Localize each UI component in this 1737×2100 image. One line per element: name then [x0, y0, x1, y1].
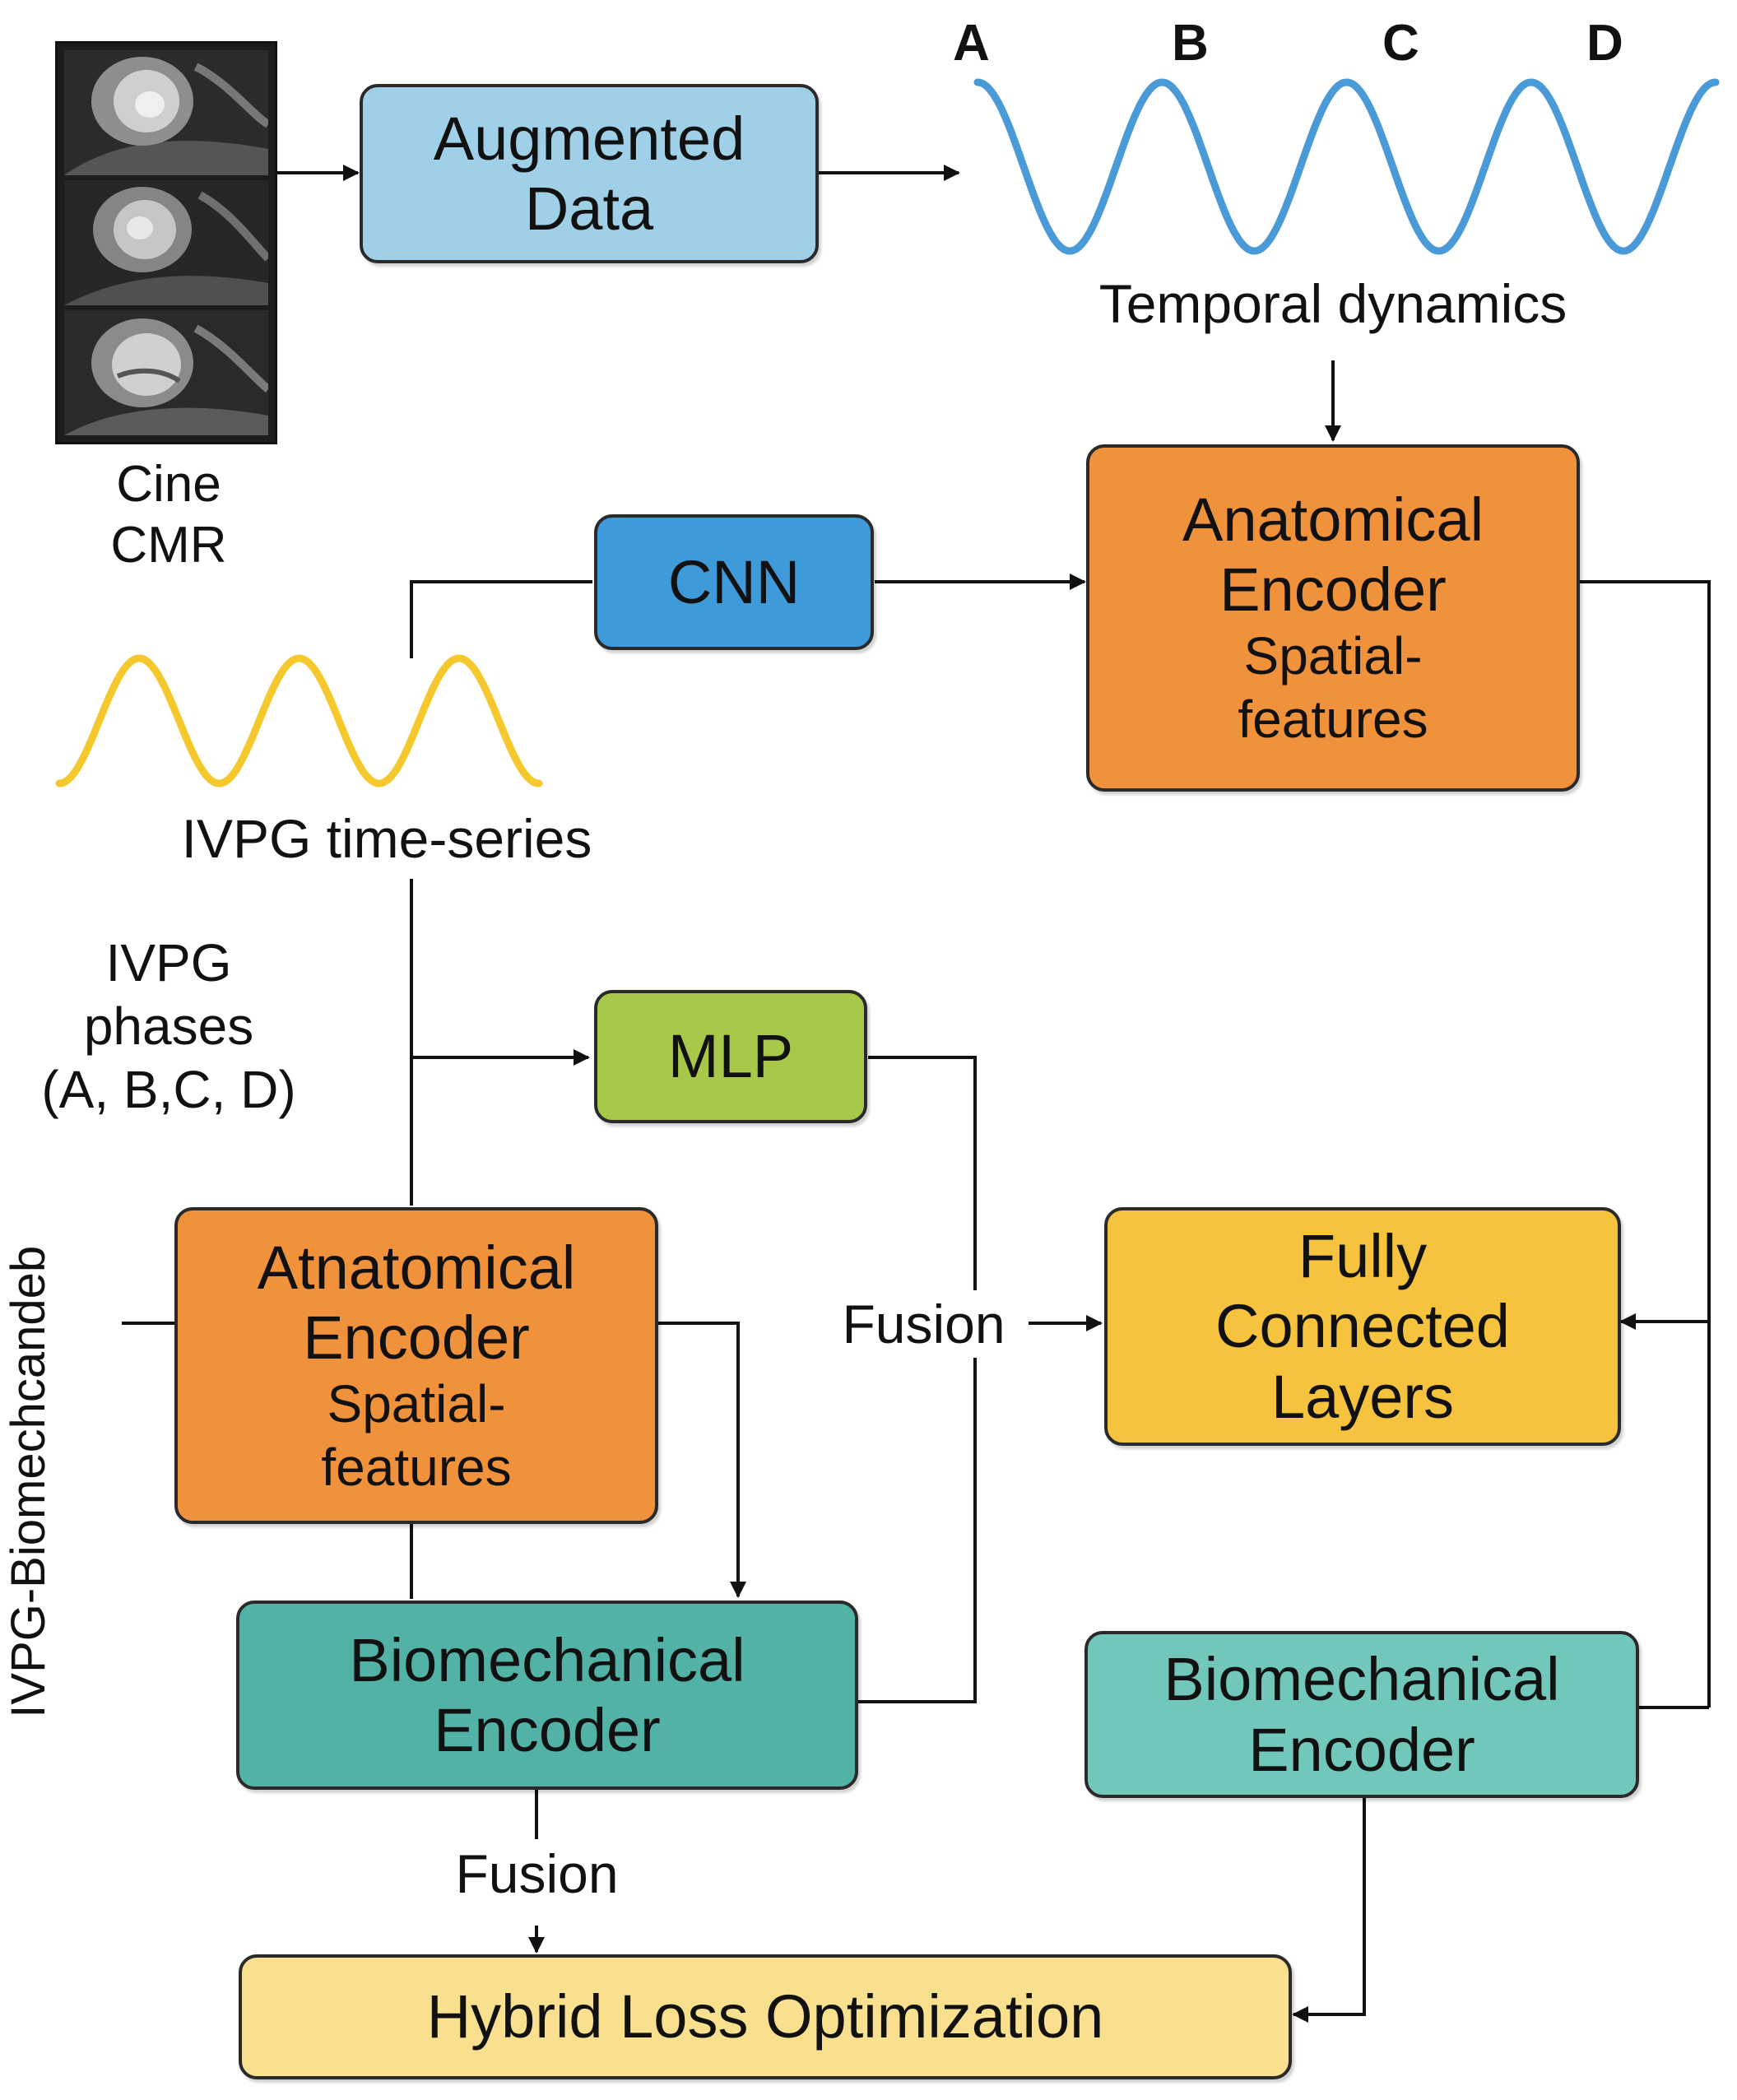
biomechanical-encoder-left-line2: Encoder: [434, 1696, 661, 1764]
augmented-data-line2: Data: [524, 174, 654, 243]
anatomical-encoder-left-line4: features: [321, 1437, 512, 1497]
anatomical-encoder-left-line1: Atnatomical: [257, 1233, 576, 1302]
ivpg-phases-line1: IVPG: [105, 933, 232, 992]
mlp-box[interactable]: MLP: [594, 990, 867, 1123]
anatomical-encoder-top-line4: features: [1238, 690, 1428, 750]
ivpg-phases-line3: (A, B,C, D): [41, 1059, 296, 1119]
phase-label-b: B: [1172, 15, 1209, 72]
augmented-data-line1: Augmented: [433, 104, 745, 173]
anatomical-encoder-top-line2: Encoder: [1219, 555, 1447, 625]
cine-cmr-image: [55, 41, 277, 444]
temporal-dynamics-caption: Temporal dynamics: [1098, 273, 1567, 334]
ivpg-time-series-caption: IVPG time-series: [181, 808, 592, 869]
biomechanical-encoder-right-line2: Encoder: [1248, 1715, 1475, 1784]
fully-connected-line3: Layers: [1270, 1362, 1455, 1431]
cine-cmr-label: Cine CMR: [58, 454, 280, 577]
hybrid-loss-label: Hybrid Loss Optimization: [426, 1982, 1104, 2051]
cmr-frame-1: [64, 50, 268, 175]
anatomical-encoder-left-box[interactable]: Atnatomical Encoder Spatial- features: [174, 1207, 658, 1524]
anatomical-encoder-left-line3: Spatial-: [327, 1373, 506, 1433]
temporal-dynamics-waveform: [973, 78, 1720, 255]
phase-label-d: D: [1586, 15, 1623, 72]
cmr-frame-3: [64, 310, 268, 435]
phase-label-c: C: [1382, 15, 1419, 72]
phase-label-a: A: [953, 15, 990, 72]
ivpg-phases-label: IVPG phases (A, B,C, D): [12, 932, 325, 1121]
fully-connected-line2: Connected: [1215, 1292, 1510, 1361]
ivpg-biomech-side-label: IVPG-Biomechcandeb: [2, 1245, 56, 1718]
augmented-data-box[interactable]: Augmented Data: [360, 84, 819, 263]
ivpg-phases-line2: phases: [83, 996, 254, 1056]
arrow-anatomical-left-to-bio: [658, 1322, 746, 1598]
ivpg-time-series-waveform: [55, 654, 543, 788]
mlp-label: MLP: [667, 1022, 794, 1091]
line-mlp-to-bio-left: [868, 1056, 977, 1290]
fusion-mid-label: Fusion: [819, 1292, 1029, 1358]
anatomical-encoder-left-line2: Encoder: [303, 1303, 530, 1372]
line-fusion-to-bio-left: [858, 1358, 977, 1703]
anatomical-encoder-top-box[interactable]: Anatomical Encoder Spatial- features: [1086, 444, 1580, 792]
fully-connected-line1: Fully: [1298, 1222, 1428, 1291]
line-anatomical-to-bus: [1580, 580, 1711, 1707]
line-ivpg-to-cnn: [410, 580, 592, 658]
biomechanical-encoder-left-line1: Biomechanical: [349, 1625, 745, 1694]
cine-cmr-line1: Cine: [116, 456, 221, 513]
anatomical-encoder-top-line3: Spatial-: [1243, 626, 1423, 686]
cnn-label: CNN: [667, 547, 801, 616]
anatomical-encoder-top-line1: Anatomical: [1182, 486, 1484, 555]
hybrid-loss-optimization-box[interactable]: Hybrid Loss Optimization: [239, 1954, 1292, 2079]
arrow-bio-right-to-hybrid: [1292, 1798, 1366, 2023]
biomechanical-encoder-right-box[interactable]: Biomechanical Encoder: [1084, 1631, 1639, 1798]
biomechanical-encoder-right-line1: Biomechanical: [1163, 1645, 1560, 1714]
cnn-box[interactable]: CNN: [594, 514, 874, 650]
fully-connected-layers-box[interactable]: Fully Connected Layers: [1104, 1207, 1621, 1446]
fusion-bottom-label: Fusion: [455, 1843, 619, 1904]
cmr-frame-2: [64, 180, 268, 305]
biomechanical-encoder-left-box[interactable]: Biomechanical Encoder: [236, 1601, 858, 1790]
cine-cmr-line2: CMR: [110, 517, 227, 574]
